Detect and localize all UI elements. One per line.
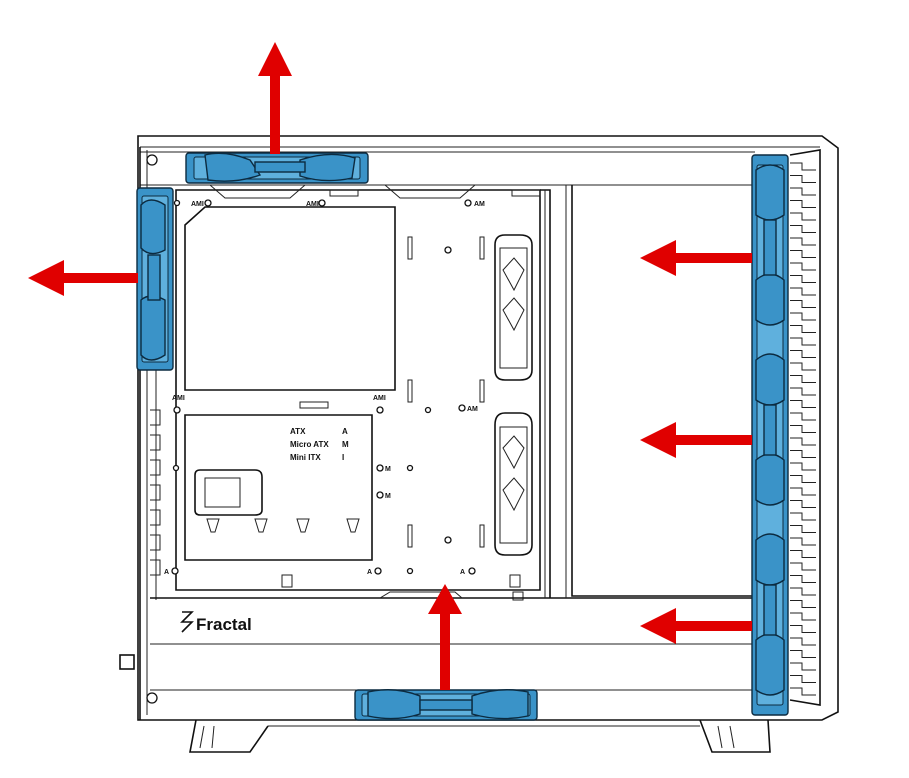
mesh-slat: [790, 487, 816, 496]
standoff-ami-label: AMI: [373, 395, 386, 402]
brand-name: Fractal: [196, 615, 252, 634]
front-fan: [751, 154, 789, 716]
mesh-slat: [790, 275, 816, 283]
top-fan: [185, 152, 369, 184]
front-bay: [540, 185, 752, 598]
airflow-arrow-front-intake-upper-icon: [640, 240, 752, 276]
airflow-arrow-front-intake-lower-icon: [640, 608, 752, 644]
mesh-slat: [790, 212, 816, 221]
mesh-slat: [790, 287, 816, 296]
standoff-m-label: M: [385, 466, 391, 473]
mesh-slat: [790, 475, 816, 483]
motherboard-legend: ATX A Micro ATX M Mini ITX I: [290, 427, 349, 462]
cable-grommets: [494, 234, 533, 556]
standoff-ami-label: AMI: [306, 201, 319, 208]
mesh-slat: [790, 250, 816, 258]
airflow-arrows: [28, 42, 752, 690]
mesh-slat: [790, 687, 816, 696]
mesh-slat: [790, 662, 816, 671]
mesh-slat: [790, 200, 816, 208]
mesh-slat: [790, 512, 816, 521]
mesh-slat: [790, 350, 816, 358]
airflow-arrow-rear-exhaust-icon: [28, 260, 138, 296]
mesh-slat: [790, 612, 816, 621]
airflow-arrow-front-intake-middle-icon: [640, 422, 752, 458]
rear-io-bumps: [150, 409, 161, 576]
legend-atx-code: A: [342, 427, 348, 436]
standoff-am-label: AM: [474, 201, 485, 208]
mesh-slat: [790, 162, 816, 171]
mesh-slat: [790, 650, 816, 658]
bottom-fan: [354, 689, 538, 721]
airflow-arrow-bottom-intake-icon: [428, 584, 462, 690]
mesh-slat: [790, 225, 816, 233]
mesh-slat: [790, 675, 816, 683]
standoff-ami-label: AMI: [172, 395, 185, 402]
mesh-slat: [790, 562, 816, 571]
standoff-a-label: A: [367, 569, 372, 576]
mesh-slat: [790, 237, 816, 246]
mesh-slat: [790, 300, 816, 308]
mesh-slat: [790, 187, 816, 196]
mesh-slat: [790, 587, 816, 596]
standoff-labels: AMI AMI AM AMI AMI AM M M A A A: [164, 199, 485, 576]
standoff-a-label: A: [460, 569, 465, 576]
legend-mini-itx: Mini ITX: [290, 453, 321, 462]
mesh-slat: [790, 637, 816, 646]
mesh-slat: [790, 325, 816, 333]
psu-shroud: Fractal: [150, 591, 755, 691]
standoff-am-label: AM: [467, 406, 478, 413]
front-mesh-grille: [789, 149, 821, 706]
mesh-slat: [790, 500, 816, 508]
mesh-slat: [790, 575, 816, 583]
mesh-slat: [790, 450, 816, 458]
mesh-slat: [790, 362, 816, 371]
mesh-slat: [790, 600, 816, 608]
mesh-slat: [790, 525, 816, 533]
rear-fan: [136, 187, 174, 371]
legend-micro-atx-code: M: [342, 440, 349, 449]
mesh-slat: [790, 412, 816, 421]
legend-micro-atx: Micro ATX: [290, 440, 329, 449]
mesh-slat: [790, 337, 816, 346]
mesh-slat: [790, 537, 816, 546]
mesh-slat: [790, 400, 816, 408]
thumbscrew-icon: [119, 654, 135, 670]
mesh-slat: [790, 625, 816, 633]
cpu-bracket: [194, 469, 360, 533]
mesh-slat: [790, 312, 816, 321]
mesh-slat: [790, 387, 816, 396]
mesh-slat: [790, 462, 816, 471]
mesh-slat: [790, 550, 816, 558]
legend-atx: ATX: [290, 427, 306, 436]
mesh-slat: [790, 437, 816, 446]
fractal-logo: Fractal: [180, 611, 252, 634]
standoff-ami-label: AMI: [191, 201, 204, 208]
mesh-slat: [790, 375, 816, 383]
motherboard-tray: ATX A Micro ATX M Mini ITX I AMI AMI AM …: [164, 184, 541, 601]
airflow-arrow-top-exhaust-icon: [258, 42, 292, 154]
mesh-slat: [790, 175, 816, 183]
fractal-logo-mark-icon: [180, 611, 194, 633]
standoff-m-label: M: [385, 493, 391, 500]
case-feet: [189, 719, 771, 753]
standoff-a-label: A: [164, 569, 169, 576]
mesh-slat: [790, 425, 816, 433]
legend-mini-itx-code: I: [342, 453, 344, 462]
mesh-slat: [790, 262, 816, 271]
